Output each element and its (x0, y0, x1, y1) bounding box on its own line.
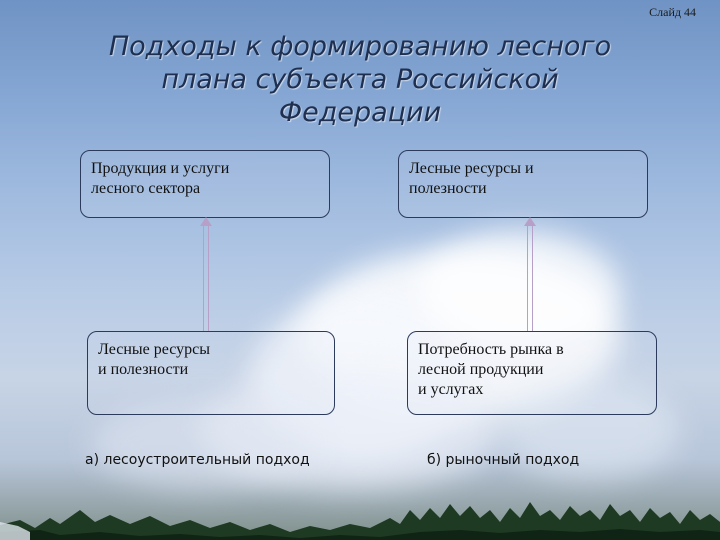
treeline-silhouette (0, 502, 720, 540)
left-top-box: Продукция и услуги лесного сектора (80, 150, 330, 218)
up-arrow-head (200, 217, 212, 226)
slide-title: Подходы к формированию лесного плана суб… (40, 30, 680, 129)
box-text-line: полезности (409, 180, 487, 197)
box-text-line: и услугах (418, 381, 484, 398)
box-text-line: Лесные ресурсы (98, 341, 210, 358)
title-line: плана субъекта Российской (161, 64, 559, 95)
right-caption: б) рыночный подход (427, 452, 580, 468)
box-text-line: лесной продукции (418, 361, 544, 378)
left-caption: а) лесоустроительный подход (85, 452, 310, 468)
left-up-arrow (203, 225, 209, 331)
right-up-arrow (527, 225, 533, 331)
right-bottom-box: Потребность рынка в лесной продукции и у… (407, 331, 657, 415)
box-text-line: Лесные ресурсы и (409, 160, 534, 177)
left-bottom-box: Лесные ресурсы и полезности (87, 331, 335, 415)
box-text-line: Продукция и услуги (91, 160, 230, 177)
right-top-box: Лесные ресурсы и полезности (398, 150, 648, 218)
box-text-line: Потребность рынка в (418, 341, 564, 358)
up-arrow-head (524, 217, 536, 226)
slide-number: Слайд 44 (649, 5, 696, 19)
title-line: Федерации (278, 97, 442, 128)
title-line: Подходы к формированию лесного (108, 31, 612, 62)
box-text-line: и полезности (98, 361, 189, 378)
box-text-line: лесного сектора (91, 180, 201, 197)
